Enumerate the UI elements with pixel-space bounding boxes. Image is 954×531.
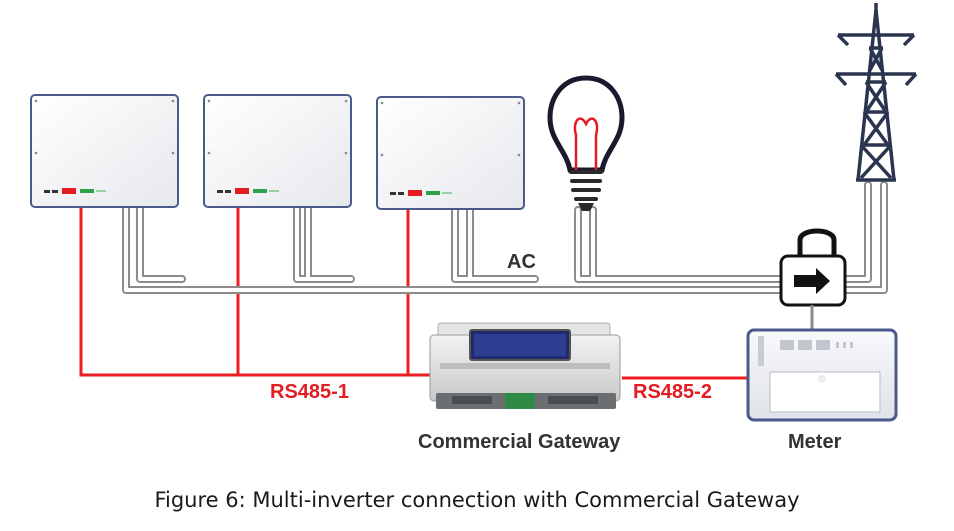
rs485-2-label: RS485-2 <box>633 381 712 403</box>
current-sensor-icon <box>779 228 847 307</box>
power-tower-icon <box>834 3 918 182</box>
figure-caption: Figure 6: Multi-inverter connection with… <box>154 488 800 512</box>
inverter-icon <box>30 94 179 208</box>
inverter-2 <box>203 94 352 208</box>
rs485-1-label: RS485-1 <box>270 381 349 403</box>
inverter-icon <box>203 94 352 208</box>
inverter-icon <box>376 96 525 210</box>
ac-cable <box>122 181 888 294</box>
light-bulb-icon <box>547 75 625 211</box>
inverter-1 <box>30 94 179 208</box>
gateway-label: Commercial Gateway <box>418 431 621 453</box>
gateway-device-icon <box>429 322 621 409</box>
rs485-1-bus <box>79 195 440 377</box>
meter-device-icon <box>746 328 898 422</box>
ac-label: AC <box>507 251 536 273</box>
meter-label: Meter <box>788 431 842 453</box>
inverter-3 <box>376 96 525 210</box>
connection-diagram: AC RS485-1 RS485-2 Commercial Gateway Me… <box>30 3 918 453</box>
